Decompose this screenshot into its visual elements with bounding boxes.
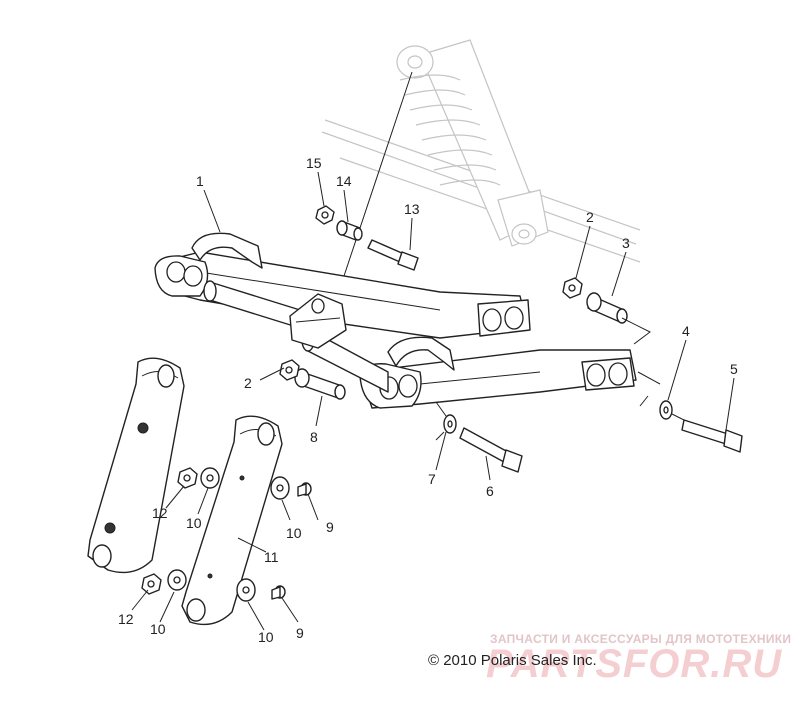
callout-leaders xyxy=(131,171,735,631)
nut-12-upper xyxy=(177,467,198,489)
bushing-3 xyxy=(586,292,628,324)
bolt-6 xyxy=(459,427,523,473)
screw-9-upper xyxy=(297,482,312,497)
washer-10-a xyxy=(200,467,220,489)
callout-10-a: 10 xyxy=(186,515,202,531)
callout-labels: 1 2 2 3 4 5 6 7 8 9 9 10 10 10 10 11 12 … xyxy=(118,155,738,645)
watermark-logo: PARTSFOR.RU xyxy=(486,642,783,686)
washer-7 xyxy=(443,414,457,434)
callout-12-upper: 12 xyxy=(152,505,168,521)
copyright-notice: © 2010 Polaris Sales Inc. xyxy=(428,652,597,669)
callout-4: 4 xyxy=(682,323,690,339)
callout-11: 11 xyxy=(264,549,279,565)
screw-9-lower xyxy=(271,585,286,600)
lower-a-arm xyxy=(301,328,637,409)
washer-10-b xyxy=(270,476,290,500)
callout-6: 6 xyxy=(486,483,494,499)
callout-2-left: 2 xyxy=(244,375,252,391)
callout-8: 8 xyxy=(310,429,318,445)
ghost-shock-absorber xyxy=(396,39,549,247)
callout-5: 5 xyxy=(730,361,738,377)
washer-10-c xyxy=(167,569,187,591)
alignment-lines xyxy=(435,317,685,441)
spacer-14 xyxy=(336,220,363,241)
washer-10-d xyxy=(236,578,256,602)
callout-10-b: 10 xyxy=(286,525,302,541)
upper-a-arm xyxy=(154,232,531,339)
torque-link-left xyxy=(87,357,185,574)
callout-10-c: 10 xyxy=(150,621,166,637)
callout-2-right: 2 xyxy=(586,209,594,225)
bolt-5 xyxy=(681,419,743,453)
nut-2-left xyxy=(279,359,300,381)
nut-15 xyxy=(315,205,335,225)
callout-9-upper: 9 xyxy=(326,519,334,535)
watermark-tagline: ЗАПЧАСТИ И АКСЕССУАРЫ ДЛЯ МОТОТЕХНИКИ xyxy=(490,632,792,646)
callout-3: 3 xyxy=(622,235,630,251)
callout-10-d: 10 xyxy=(258,629,274,645)
callout-14: 14 xyxy=(336,173,352,189)
callout-1: 1 xyxy=(196,173,204,189)
callout-13: 13 xyxy=(404,201,420,217)
washer-4 xyxy=(659,400,673,420)
callout-7: 7 xyxy=(428,471,436,487)
bolt-13 xyxy=(367,239,419,271)
callout-9-lower: 9 xyxy=(296,625,304,641)
torque-link-right xyxy=(181,415,283,626)
nut-2-right xyxy=(562,277,583,299)
shock-mount-bracket xyxy=(289,293,347,349)
nut-12-lower xyxy=(141,573,162,595)
callout-15: 15 xyxy=(306,155,322,171)
callout-12-lower: 12 xyxy=(118,611,134,627)
bushing-8 xyxy=(294,368,346,400)
